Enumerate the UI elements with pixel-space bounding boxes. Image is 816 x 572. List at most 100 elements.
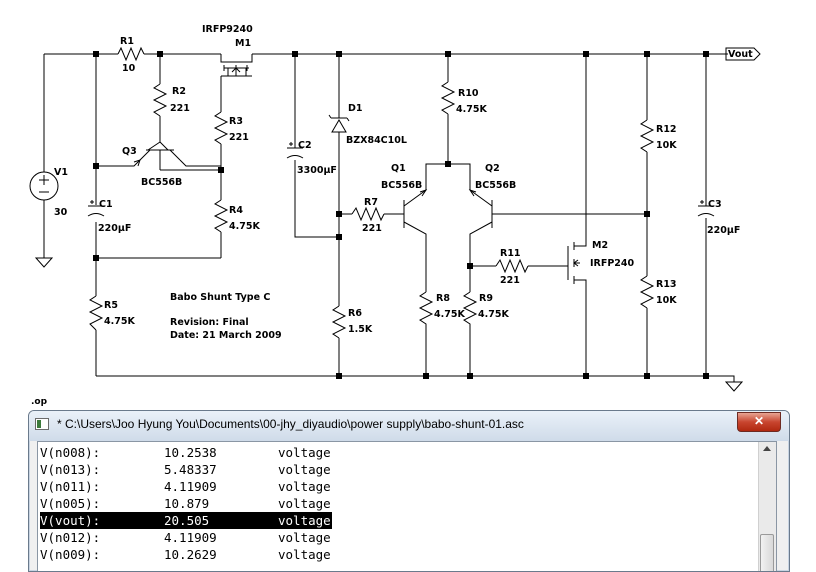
vertical-scrollbar[interactable] <box>758 442 776 571</box>
m2-mosfet <box>567 214 587 376</box>
schematic-date: Date: 21 March 2009 <box>170 330 282 341</box>
junction-dots <box>93 51 709 379</box>
r11-ref: R11 <box>500 248 521 259</box>
results-list: V(n008): 10.2538 voltage V(n013): 5.48337 vo… <box>40 444 756 563</box>
q1-transistor <box>403 163 448 292</box>
node-value: 4.11909 <box>164 530 217 545</box>
c1-ref: C1 <box>99 199 113 210</box>
node-type: voltage <box>278 547 331 562</box>
r7-resistor <box>351 206 385 222</box>
node-value: 5.48337 <box>164 462 217 477</box>
scroll-thumb[interactable] <box>760 534 774 571</box>
r13-ref: R13 <box>656 279 677 290</box>
result-row[interactable]: V(n011): 4.11909 voltage <box>40 478 332 495</box>
scroll-up-arrow-icon[interactable] <box>763 446 771 451</box>
r6-value: 1.5K <box>348 324 373 335</box>
r10-value: 4.75K <box>456 104 487 115</box>
schematic-title: Babo Shunt Type C <box>170 292 270 303</box>
c2-capacitor <box>286 142 304 159</box>
q1-value: BC556B <box>381 180 422 191</box>
r5-resistor <box>88 295 104 331</box>
node-name: V(n005): <box>40 496 101 511</box>
m1-ref: M1 <box>235 38 251 49</box>
r13-value: 10K <box>656 295 677 306</box>
node-name: V(n012): <box>40 530 101 545</box>
r7-value: 221 <box>362 223 382 234</box>
ground-left-icon <box>34 257 54 268</box>
node-name: V(vout): <box>40 513 101 528</box>
m1-mosfet <box>220 54 253 77</box>
r12-ref: R12 <box>656 124 677 135</box>
v1-value: 30 <box>54 207 68 218</box>
q2-transistor <box>448 163 647 292</box>
v1-ref: V1 <box>54 167 68 178</box>
node-value: 10.2629 <box>164 547 217 562</box>
c1-value: 220µF <box>98 223 131 234</box>
node-type: voltage <box>278 479 331 494</box>
r10-ref: R10 <box>458 88 479 99</box>
r1-resistor <box>117 46 145 62</box>
ground-right-icon <box>724 381 744 392</box>
r1-ref: R1 <box>120 36 134 47</box>
c3-capacitor <box>697 200 715 217</box>
node-name: V(n011): <box>40 479 101 494</box>
node-type: voltage <box>278 496 331 511</box>
node-value: 20.505 <box>164 513 210 528</box>
r2-value: 221 <box>170 103 190 114</box>
r4-ref: R4 <box>229 205 243 216</box>
q2-value: BC556B <box>475 180 516 191</box>
result-row[interactable]: V(n005): 10.879 voltage <box>40 495 332 512</box>
r1-value: 10 <box>122 63 136 74</box>
node-type: voltage <box>278 462 331 477</box>
window-icon[interactable] <box>35 418 49 430</box>
schematic-revision: Revision: Final <box>170 317 249 328</box>
m2-value: IRFP240 <box>590 258 635 269</box>
m2-ref: M2 <box>592 240 608 251</box>
d1-value: BZX84C10L <box>346 135 407 146</box>
node-type: voltage <box>278 530 331 545</box>
r8-resistor <box>418 291 434 376</box>
r3-resistor <box>213 111 229 145</box>
d1-zener <box>328 114 350 133</box>
r9-resistor <box>462 291 478 376</box>
q1-ref: Q1 <box>391 163 406 174</box>
q2-ref: Q2 <box>485 163 500 174</box>
r8-value: 4.75K <box>434 309 465 320</box>
window-title: * C:\Users\Joo Hyung You\Documents\00-jh… <box>57 417 524 431</box>
r3-ref: R3 <box>229 116 243 127</box>
q3-ref: Q3 <box>122 146 137 157</box>
c1-capacitor <box>87 200 105 217</box>
vout-label: Vout <box>728 49 753 60</box>
node-value: 10.2538 <box>164 445 217 460</box>
r11-value: 221 <box>500 275 520 286</box>
r13-resistor <box>639 275 655 309</box>
result-row[interactable]: V(n013): 5.48337 voltage <box>40 461 332 478</box>
r12-value: 10K <box>656 140 677 151</box>
c2-ref: C2 <box>298 140 312 151</box>
op-results-pane[interactable]: V(n008): 10.2538 voltage V(n013): 5.48337 vo… <box>37 441 777 571</box>
result-row[interactable]: V(n012): 4.11909 voltage <box>40 529 332 546</box>
q3-transistor <box>96 141 221 170</box>
schematic-canvas[interactable]: Vout V1 30 R1 10 IRFP9240 M1 R2 221 R3 2… <box>0 0 816 400</box>
r2-resistor <box>152 83 168 117</box>
node-name: V(n013): <box>40 462 101 477</box>
r8-ref: R8 <box>436 293 450 304</box>
spice-output-window: * C:\Users\Joo Hyung You\Documents\00-jh… <box>28 410 790 572</box>
c3-ref: C3 <box>708 199 722 210</box>
r5-value: 4.75K <box>104 316 135 327</box>
r9-value: 4.75K <box>478 309 509 320</box>
r3-value: 221 <box>229 132 249 143</box>
op-directive[interactable]: .op <box>31 397 48 407</box>
node-value: 10.879 <box>164 496 210 511</box>
window-titlebar[interactable]: * C:\Users\Joo Hyung You\Documents\00-jh… <box>29 411 789 441</box>
vout-port[interactable]: Vout <box>725 47 761 61</box>
r5-ref: R5 <box>104 300 118 311</box>
result-row-selected[interactable]: V(vout): 20.505 voltage <box>40 512 332 529</box>
node-value: 4.11909 <box>164 479 217 494</box>
node-name: V(n008): <box>40 445 101 460</box>
close-button[interactable]: ✕ <box>737 412 781 432</box>
q3-value: BC556B <box>141 177 182 188</box>
node-type: voltage <box>278 513 331 528</box>
